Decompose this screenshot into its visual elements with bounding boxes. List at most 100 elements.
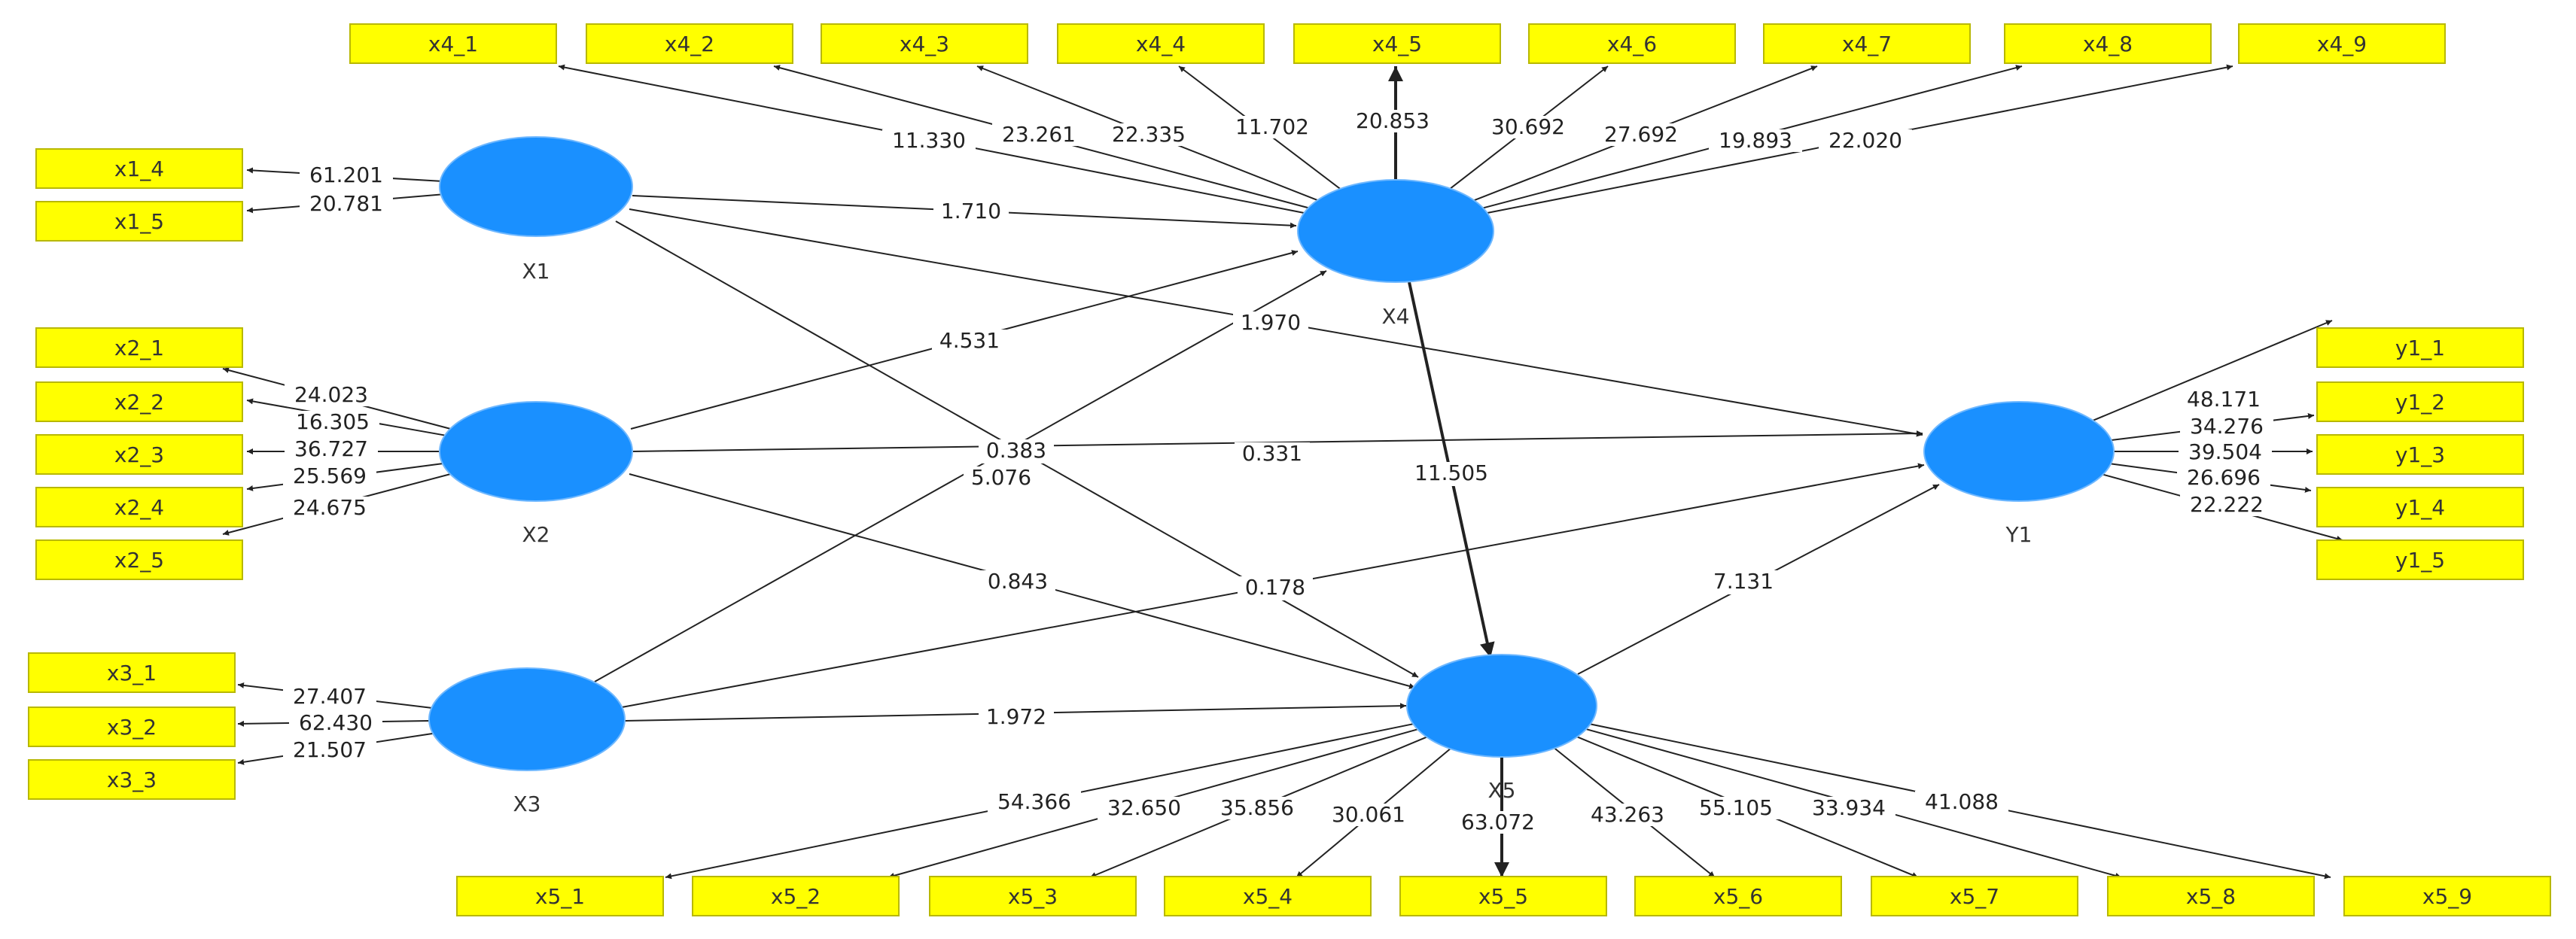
loading-label-bg: [286, 411, 379, 433]
loading-label-bg: [1819, 129, 1912, 152]
latent-label-x4: X4: [1382, 304, 1410, 329]
indicator-box-x1-5[interactable]: [35, 201, 243, 242]
loading-coefficient-x2-4: 25.569: [293, 463, 367, 488]
latent-node-y1[interactable]: [1923, 401, 2115, 502]
indicator-box-y1-4[interactable]: [2316, 487, 2524, 527]
indicator-box-x5-3[interactable]: [929, 876, 1137, 916]
indicator-box-x5-4[interactable]: [1164, 876, 1372, 916]
loading-label-bg: [283, 739, 376, 761]
indicator-label-y1-3: y1_3: [2395, 442, 2445, 467]
indicator-box-x4-7[interactable]: [1763, 23, 1971, 64]
indicator-label-x2-2: x2_2: [114, 390, 164, 415]
loading-label-bg: [285, 438, 378, 460]
indicator-box-y1-1[interactable]: [2316, 327, 2524, 368]
indicator-box-x5-6[interactable]: [1634, 876, 1842, 916]
indicator-label-x5-3: x5_3: [1008, 884, 1058, 909]
loading-label-bg: [1098, 797, 1191, 819]
indicator-label-x5-9: x5_9: [2422, 884, 2472, 909]
indicator-label-x3-1: x3_1: [107, 661, 157, 685]
indicator-box-x4-2[interactable]: [586, 23, 793, 64]
path-label-bg: [933, 200, 1009, 224]
indicator-box-x1-4[interactable]: [35, 148, 243, 189]
indicator-label-x5-1: x5_1: [535, 884, 585, 909]
indicator-label-x5-5: x5_5: [1478, 884, 1528, 909]
loading-arrow-y1-1: [2093, 320, 2333, 421]
latent-node-x3[interactable]: [428, 667, 626, 771]
path-label-bg: [979, 439, 1054, 463]
loading-coefficient-x3-2: 62.430: [299, 710, 373, 735]
loading-label-bg: [1915, 791, 2008, 813]
indicator-box-y1-3[interactable]: [2316, 434, 2524, 475]
loading-coefficient-x3-1: 27.407: [293, 684, 367, 709]
loading-label-bg: [1581, 804, 1674, 826]
loading-coefficient-x4-4: 11.702: [1235, 114, 1309, 139]
indicator-label-x4-8: x4_8: [2083, 32, 2133, 56]
latent-node-x5[interactable]: [1406, 654, 1597, 758]
indicator-label-x5-6: x5_6: [1713, 884, 1763, 909]
indicator-label-x4-7: x4_7: [1842, 32, 1892, 56]
indicator-box-x4-8[interactable]: [2004, 23, 2212, 64]
indicator-label-x2-3: x2_3: [114, 442, 164, 467]
indicator-box-x2-4[interactable]: [35, 487, 243, 527]
loading-coefficient-x2-3: 36.727: [294, 436, 368, 461]
indicator-box-y1-5[interactable]: [2316, 539, 2524, 580]
indicator-box-x2-1[interactable]: [35, 327, 243, 368]
loading-coefficient-x3-3: 21.507: [293, 737, 367, 762]
indicator-box-y1-2[interactable]: [2316, 381, 2524, 422]
loading-label-bg: [1226, 116, 1319, 138]
path-coefficient-x1-x4: 1.710: [941, 199, 1001, 223]
loading-coefficient-y1-5: 22.222: [2190, 492, 2264, 517]
indicator-box-x4-9[interactable]: [2238, 23, 2446, 64]
loading-coefficient-x2-2: 16.305: [296, 409, 370, 434]
indicator-label-x1-4: x1_4: [114, 156, 164, 181]
loading-coefficient-x4-7: 27.692: [1604, 122, 1678, 147]
indicator-box-x4-4[interactable]: [1057, 23, 1265, 64]
indicator-box-x5-7[interactable]: [1871, 876, 2078, 916]
indicator-label-x5-4: x5_4: [1243, 884, 1293, 909]
loading-label-bg: [1594, 123, 1688, 146]
latent-node-x2[interactable]: [439, 401, 633, 502]
indicator-box-x4-1[interactable]: [349, 23, 557, 64]
loading-label-bg: [300, 164, 393, 187]
loading-coefficient-x4-2: 23.261: [1002, 122, 1076, 147]
path-coefficient-x4-x5: 11.505: [1414, 460, 1488, 485]
indicator-box-x5-2[interactable]: [692, 876, 900, 916]
indicator-box-x4-5[interactable]: [1293, 23, 1501, 64]
nodes-layer: x1_4x1_5x2_1x2_2x2_3x2_4x2_5x3_1x3_2x3_3…: [28, 23, 2551, 916]
indicator-box-x5-5[interactable]: [1399, 876, 1607, 916]
path-label-bg: [932, 330, 1007, 354]
indicator-box-x3-1[interactable]: [28, 652, 236, 693]
loading-coefficient-x5-7: 55.105: [1699, 795, 1773, 820]
indicator-box-x2-3[interactable]: [35, 434, 243, 475]
loading-label-bg: [283, 685, 376, 708]
latent-node-x1[interactable]: [439, 136, 633, 237]
indicator-box-x5-1[interactable]: [456, 876, 664, 916]
loading-label-bg: [2179, 441, 2272, 463]
loading-label-bg: [300, 193, 393, 215]
indicator-label-x4-6: x4_6: [1607, 32, 1657, 56]
indicator-box-x4-6[interactable]: [1528, 23, 1736, 64]
latent-label-x5: X5: [1488, 778, 1516, 803]
indicator-box-x4-3[interactable]: [821, 23, 1028, 64]
indicator-label-y1-5: y1_5: [2395, 548, 2445, 573]
indicator-label-x1-5: x1_5: [114, 209, 164, 234]
loading-coefficient-x4-5: 20.853: [1356, 108, 1430, 133]
loading-coefficient-x5-8: 33.934: [1812, 795, 1886, 820]
indicator-box-x2-2[interactable]: [35, 381, 243, 422]
loading-coefficient-x5-3: 35.856: [1220, 795, 1294, 820]
indicator-label-x3-3: x3_3: [107, 767, 157, 792]
indicator-box-x5-9[interactable]: [2343, 876, 2551, 916]
path-label-bg: [1233, 311, 1308, 336]
indicator-box-x3-2[interactable]: [28, 707, 236, 747]
indicator-label-y1-4: y1_4: [2395, 495, 2445, 520]
indicator-label-y1-2: y1_2: [2395, 390, 2445, 415]
latent-node-x4[interactable]: [1297, 179, 1494, 283]
indicator-box-x5-8[interactable]: [2107, 876, 2315, 916]
loading-label-bg: [2180, 415, 2273, 438]
loading-coefficient-x2-5: 24.675: [293, 495, 367, 520]
loading-label-bg: [1451, 811, 1545, 834]
loading-coefficient-x1-5: 20.781: [309, 191, 383, 216]
indicator-box-x2-5[interactable]: [35, 539, 243, 580]
indicator-box-x3-3[interactable]: [28, 759, 236, 800]
